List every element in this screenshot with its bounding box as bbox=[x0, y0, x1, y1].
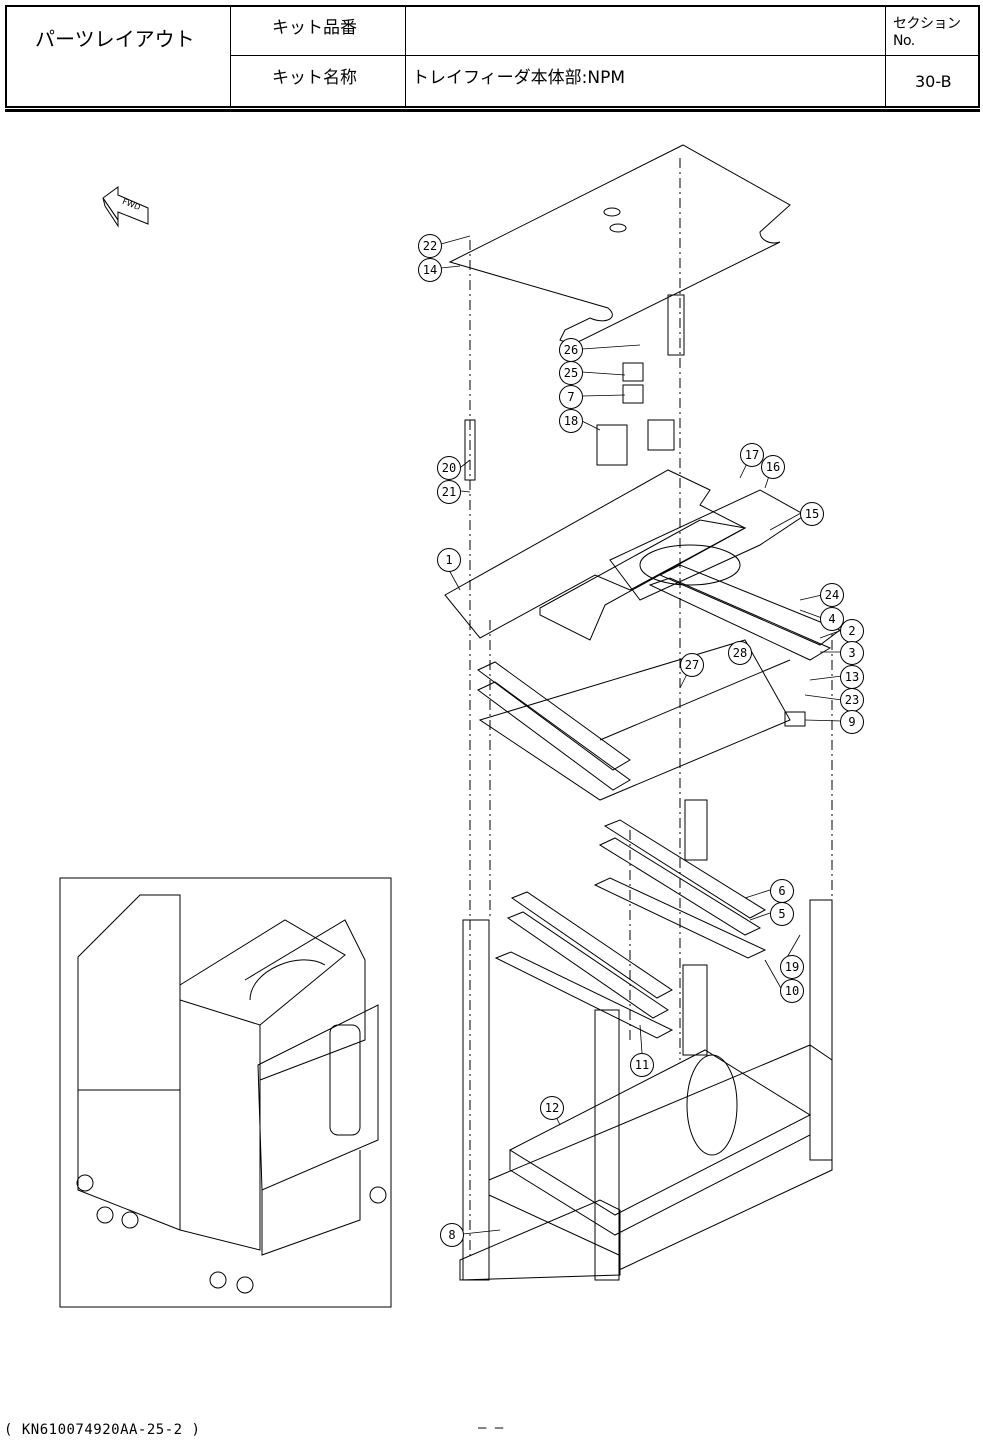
part-balloon: 19 bbox=[780, 955, 804, 979]
title-block: パーツレイアウト キット品番 キット名称 トレイフィーダ本体部:NPM セクショ… bbox=[5, 5, 980, 108]
section-number-value: 30-B bbox=[915, 72, 952, 91]
sheet-title: パーツレイアウト bbox=[35, 23, 195, 52]
part-balloon: 27 bbox=[680, 653, 704, 677]
header-divider bbox=[230, 7, 231, 106]
part-balloon: 12 bbox=[540, 1096, 564, 1120]
part-balloon: 21 bbox=[437, 480, 461, 504]
part-balloon: 11 bbox=[630, 1053, 654, 1077]
header-divider bbox=[230, 55, 978, 56]
part-balloon: 2 bbox=[840, 619, 864, 643]
part-balloon: 23 bbox=[840, 688, 864, 712]
part-balloon: 26 bbox=[559, 338, 583, 362]
header-divider bbox=[405, 7, 406, 106]
part-balloon: 20 bbox=[437, 456, 461, 480]
part-balloon: 13 bbox=[840, 665, 864, 689]
page-number: – – bbox=[478, 1420, 503, 1436]
part-balloon: 14 bbox=[418, 258, 442, 282]
part-balloon: 24 bbox=[820, 583, 844, 607]
part-balloon: 1 bbox=[437, 548, 461, 572]
kit-name-value: トレイフィーダ本体部:NPM bbox=[412, 63, 625, 88]
assembled-machine-sketch bbox=[77, 895, 386, 1293]
part-balloon: 28 bbox=[728, 641, 752, 665]
part-balloon: 10 bbox=[780, 979, 804, 1003]
part-balloon: 9 bbox=[840, 710, 864, 734]
part-balloon: 16 bbox=[761, 455, 785, 479]
part-balloon: 8 bbox=[440, 1223, 464, 1247]
part-balloon: 15 bbox=[800, 502, 824, 526]
kit-number-label: キット品番 bbox=[272, 13, 357, 38]
part-balloon: 22 bbox=[418, 234, 442, 258]
part-balloon: 25 bbox=[559, 361, 583, 385]
part-balloon: 5 bbox=[770, 902, 794, 926]
section-number-label: セクションNo. bbox=[893, 13, 978, 49]
header-divider bbox=[885, 7, 886, 106]
kit-name-label: キット名称 bbox=[272, 63, 357, 88]
exploded-parts-diagram bbox=[0, 110, 983, 1370]
part-balloon: 3 bbox=[840, 641, 864, 665]
part-balloon: 6 bbox=[770, 879, 794, 903]
part-balloon: 7 bbox=[559, 385, 583, 409]
drawing-code: ( KN610074920AA-25-2 ) bbox=[4, 1422, 200, 1438]
part-balloon: 18 bbox=[559, 409, 583, 433]
